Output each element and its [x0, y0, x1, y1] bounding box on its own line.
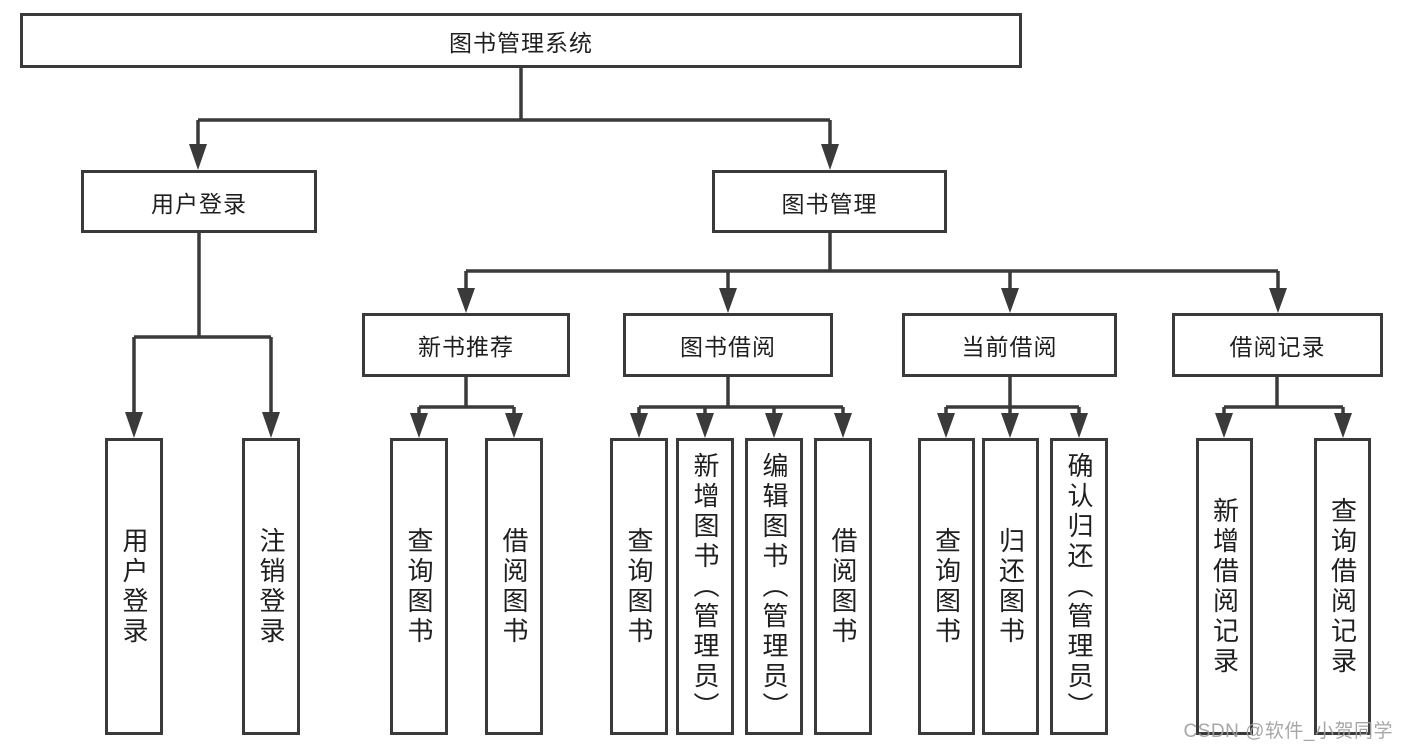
arrow-down-icon: [630, 413, 648, 438]
arrow-down-icon: [410, 413, 428, 438]
node-current-borrow: 当前借阅: [902, 313, 1117, 377]
leaf-user-login: 用户登录: [105, 438, 163, 735]
arrow-down-icon: [125, 412, 143, 438]
arrow-down-icon: [1334, 413, 1352, 438]
node-new-book-recommend: 新书推荐: [362, 313, 570, 377]
leaf-add-books-admin: 新增图书（管理员）: [676, 438, 734, 735]
arrow-down-icon: [821, 144, 839, 170]
connector-book-borrow-branch: [630, 377, 852, 438]
leaf-query-borrow-record: 查询借阅记录: [1314, 438, 1371, 735]
arrow-down-icon: [1070, 413, 1088, 438]
connector-book-management-branch: [457, 233, 1287, 313]
arrow-down-icon: [505, 413, 523, 438]
connector-new-book-branch: [410, 377, 523, 438]
node-book-borrow: 图书借阅: [623, 313, 833, 377]
leaf-query-books-current: 查询图书: [918, 438, 975, 735]
arrow-down-icon: [696, 413, 714, 438]
connector-root-branch: [189, 68, 839, 170]
connector-user-login-branch: [125, 233, 280, 438]
leaf-query-books-borrow: 查询图书: [610, 438, 668, 735]
node-book-management: 图书管理: [712, 170, 947, 233]
arrow-down-icon: [834, 413, 852, 438]
node-user-login: 用户登录: [81, 170, 317, 233]
arrow-down-icon: [1001, 413, 1019, 438]
arrow-down-icon: [262, 412, 280, 438]
connector-current-borrow-branch: [937, 377, 1088, 438]
node-root: 图书管理系统: [20, 13, 1022, 68]
leaf-logout: 注销登录: [242, 438, 300, 735]
leaf-edit-books-admin: 编辑图书（管理员）: [745, 438, 803, 735]
arrow-down-icon: [719, 288, 737, 313]
leaf-return-books: 归还图书: [982, 438, 1039, 735]
leaf-query-books-recommend: 查询图书: [390, 438, 448, 735]
node-borrow-records: 借阅记录: [1172, 313, 1383, 377]
arrow-down-icon: [189, 144, 207, 170]
connector-borrow-record-branch: [1215, 377, 1352, 438]
leaf-confirm-return-admin: 确认归还（管理员）: [1050, 438, 1108, 735]
leaf-borrow-books: 借阅图书: [814, 438, 872, 735]
arrow-down-icon: [457, 288, 475, 313]
leaf-add-borrow-record: 新增借阅记录: [1196, 438, 1253, 735]
leaf-borrow-books-recommend: 借阅图书: [485, 438, 543, 735]
watermark-text: CSDN @软件_小贺同学: [1183, 721, 1393, 742]
arrow-down-icon: [937, 413, 955, 438]
arrow-down-icon: [765, 413, 783, 438]
arrow-down-icon: [1269, 288, 1287, 313]
arrow-down-icon: [1215, 413, 1233, 438]
arrow-down-icon: [1001, 288, 1019, 313]
